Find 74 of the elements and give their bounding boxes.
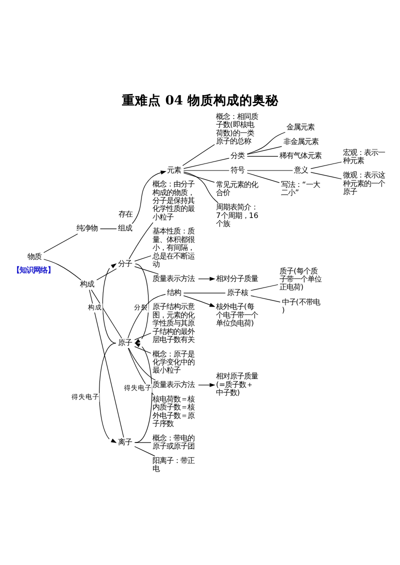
arrow <box>183 294 216 306</box>
connector <box>91 289 122 338</box>
connector <box>246 131 286 154</box>
connector <box>96 268 117 280</box>
node-text: 写法：“一大二小” <box>281 179 320 197</box>
connector <box>183 172 215 182</box>
arrow <box>134 342 152 442</box>
connector <box>134 346 152 354</box>
connector <box>128 294 166 338</box>
node-text: 结构 <box>167 287 182 296</box>
connector <box>246 155 278 156</box>
connector <box>128 347 156 380</box>
node-text: 相对原子质量(=质子数＋中子数) <box>216 371 258 397</box>
connector <box>89 288 124 438</box>
connector <box>246 146 282 154</box>
arrow <box>134 263 149 344</box>
node-text: 周期表简介：7个周期，16个族 <box>216 202 258 228</box>
connector <box>128 222 154 259</box>
node-text: 概念：相同质子数(即核电荷数)的一类原子的总称 <box>216 111 258 146</box>
node-text: 质子(每个质子带一个单位正电荷) <box>280 266 322 292</box>
connector <box>183 292 226 293</box>
arrow <box>102 262 117 343</box>
node-text: 宏观：表示一种元素 <box>343 147 386 165</box>
connector <box>310 161 342 168</box>
connector <box>246 172 280 182</box>
node-text: 原子结构示意图，元素的化学性质与其原子结构的最外层电子数有关 <box>152 302 195 344</box>
arrow <box>132 170 166 224</box>
connector <box>134 255 152 261</box>
node-text: 离子 <box>118 436 132 446</box>
node-text: 微观：表示这种元素的一个原子 <box>343 170 386 196</box>
arrow <box>198 276 216 280</box>
node-text: 组成 <box>118 223 132 232</box>
node-text: 相对分子质量 <box>216 273 258 282</box>
node-text: 稀有气体元素 <box>280 150 322 160</box>
arrow <box>99 342 117 443</box>
connector <box>182 144 215 166</box>
node-text: 非金属元素 <box>283 136 318 146</box>
node-text: 意义 <box>294 164 308 174</box>
node-text: 纯净物 <box>76 223 98 232</box>
connector <box>100 228 117 229</box>
node-text: 质量表示方法 <box>152 379 195 388</box>
connector <box>250 294 280 302</box>
node-text: 核电荷数＝核内质子数＝核外电子数＝原子序数 <box>152 394 195 428</box>
node-text: 中子(不带电) <box>282 296 320 314</box>
node-text: 原子 <box>118 338 132 347</box>
node-text: 概念：原子是化学变化中的最小粒子 <box>152 348 195 374</box>
node-text: 概念：带电的原子或原子团 <box>152 432 195 450</box>
node-text: 物质 <box>27 252 42 261</box>
label: 存在 <box>118 208 133 218</box>
label: 【知识网络】 <box>12 265 55 274</box>
connector <box>43 258 82 280</box>
node-text: 原子核 <box>226 287 248 296</box>
connector <box>134 332 152 340</box>
connector <box>43 233 78 252</box>
node-text: 常见元素的化合价 <box>216 179 258 197</box>
node-text: 分类 <box>230 150 245 160</box>
connector <box>250 284 278 290</box>
edge-label: 构成 <box>80 279 94 288</box>
connector <box>134 446 156 456</box>
connector <box>183 171 218 203</box>
arrow <box>198 382 216 387</box>
diagram-title: 重难点 04 物质构成的奥秘 <box>122 92 278 107</box>
node-text: 概念：由分子构成的物质，分子是保持其化学性质的最小粒子 <box>152 179 195 221</box>
node-text: 质量表示方法 <box>152 273 195 282</box>
node-text: 金属元素 <box>286 122 315 132</box>
node-text: 符号 <box>230 164 245 174</box>
node-text: 分子 <box>118 258 132 268</box>
node-text: 阳离子：带正电 <box>152 455 195 473</box>
connector <box>183 157 230 168</box>
node-text: 基本性质：质量、体积都很小，有间隔，总是在不断运动 <box>152 226 195 268</box>
node-text: 核外电子(每个电子带一个单位负电荷) <box>216 302 258 328</box>
node-text: 元素 <box>167 164 182 174</box>
connector <box>310 172 342 179</box>
connector <box>134 266 159 274</box>
